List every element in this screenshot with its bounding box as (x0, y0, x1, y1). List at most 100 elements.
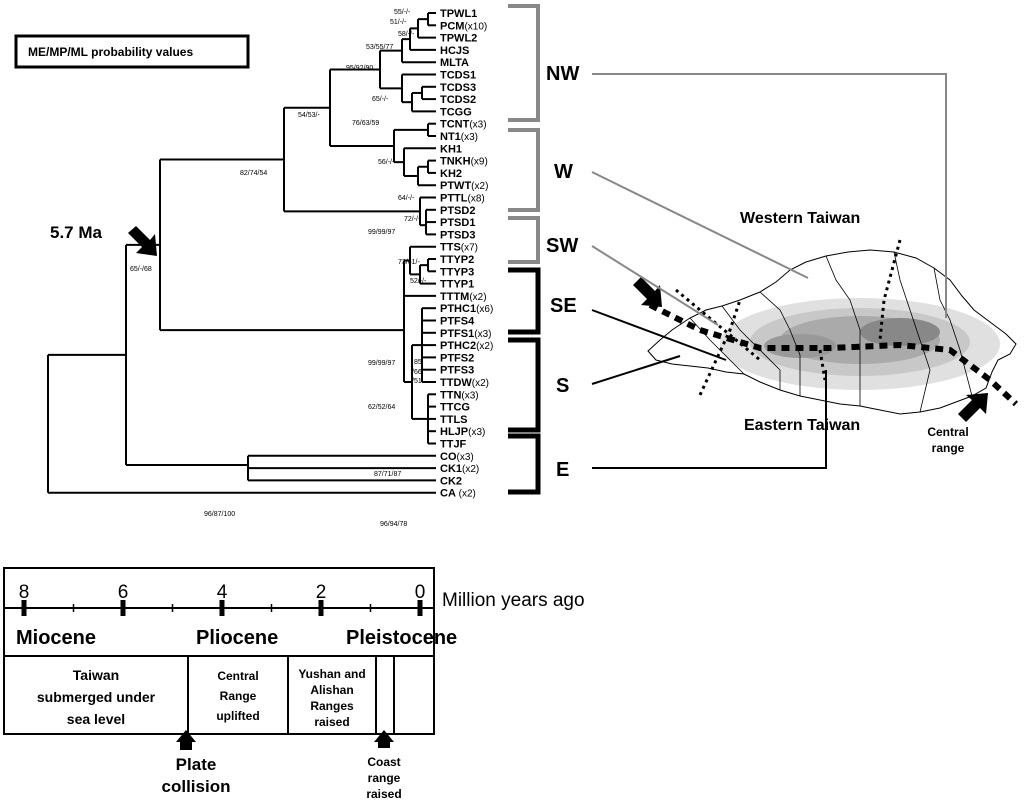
taxon-name: CA (440, 488, 456, 500)
taxon-count: (x3) (474, 329, 491, 340)
taxon-name: KH2 (440, 168, 462, 180)
taxon-label: MLTA (440, 57, 469, 69)
taxon-name: TCDS1 (440, 70, 476, 82)
taxon-name: NT1 (440, 131, 461, 143)
epoch-pleistocene: Pleistocene (346, 627, 457, 649)
event-submerged-2: submerged under (37, 689, 156, 705)
taxon-label: TCDS2 (440, 94, 476, 106)
taxon-name: CK2 (440, 475, 462, 487)
central-range-line (648, 302, 1019, 407)
support-value: /66 (412, 369, 422, 376)
event-coast-3: raised (366, 787, 401, 801)
region-label-sw: SW (546, 235, 578, 257)
taxon-name: TTCG (440, 402, 470, 414)
timescale-tick-label: 0 (415, 582, 426, 603)
taxon-label: TCNT(x3) (440, 119, 487, 131)
epoch-pliocene: Pliocene (196, 627, 278, 649)
taxon-label: CO(x3) (440, 451, 474, 463)
taxon-label: TCGG (440, 106, 472, 118)
taxon-label: TTTM(x2) (440, 291, 487, 303)
taxon-count: (x2) (472, 378, 489, 389)
timescale-unit-label: Million years ago (442, 590, 585, 611)
taxon-label: TNKH(x9) (440, 156, 488, 168)
support-value: 73/61/- (398, 259, 420, 266)
clade-bracket (508, 433, 541, 495)
taxon-label: TCDS1 (440, 70, 476, 82)
taxon-count: (x8) (468, 194, 485, 205)
taxon-name: TTDW (440, 377, 472, 389)
taxon-label: PTFS2 (440, 352, 474, 364)
region-label-e: E (556, 459, 569, 481)
taxon-name: TPWL1 (440, 8, 477, 20)
taxon-count: (x2) (471, 181, 488, 192)
taxon-name: PTSD2 (440, 205, 475, 217)
taxon-name: TCDS2 (440, 94, 476, 106)
elevation-zone-peak (860, 318, 940, 346)
taxon-label: TPWL1 (440, 8, 477, 20)
taxon-label: CA (x2) (440, 488, 476, 500)
event-submerged-1: Taiwan (73, 667, 119, 683)
taxon-count: (x2) (476, 341, 493, 352)
taxon-label: PTFS3 (440, 365, 474, 377)
taxon-name: PTFS2 (440, 352, 474, 364)
taxon-label: KH2 (440, 168, 462, 180)
epoch-miocene: Miocene (16, 627, 96, 649)
taxon-label: PTWT(x2) (440, 180, 488, 192)
event-yushan-4: raised (314, 715, 349, 729)
taxon-count: (x2) (469, 292, 486, 303)
support-value: 65/-/- (372, 96, 389, 103)
taxon-name: MLTA (440, 57, 469, 69)
taxon-count: (x3) (461, 132, 478, 143)
phylogenetic-tree (47, 12, 436, 494)
taxon-label: PTHC1(x6) (440, 303, 493, 315)
taxon-name: TTLS (440, 414, 468, 426)
taxon-label: TTJF (440, 439, 467, 451)
taxon-label: PTTL(x8) (440, 193, 485, 205)
support-value: 58/-/- (398, 31, 415, 38)
taxon-label: PTFS4 (440, 316, 475, 328)
support-value: 52/-/- (410, 278, 427, 285)
taxon-label: TTS(x7) (440, 242, 478, 254)
taxon-name: CO (440, 451, 457, 463)
taxon-label: TPWL2 (440, 33, 477, 45)
support-value: 54/53/- (298, 112, 320, 119)
collision-arrow-icon (633, 277, 662, 307)
taxon-label: PTSD1 (440, 217, 475, 229)
support-value: 96/87/100 (204, 511, 235, 518)
taxon-count: (x3) (469, 120, 486, 131)
taxon-name: PTWT (440, 180, 471, 192)
eastern-taiwan-label: Eastern Taiwan (744, 417, 860, 434)
support-values: 55/-/-51/-/-58/-/-53/55/7795/92/9065/-/-… (130, 9, 427, 528)
event-plate-2: collision (162, 777, 231, 796)
taxon-label: TTLS (440, 414, 468, 426)
taxon-name: TTN (440, 389, 461, 401)
taxon-count: (x10) (464, 21, 487, 32)
region-label-s: S (556, 375, 569, 397)
central-range-label-2: range (932, 441, 965, 455)
taxon-label: KH1 (440, 143, 462, 155)
clade-bracket (508, 337, 541, 433)
taxon-name: TNKH (440, 156, 471, 168)
taxon-name: TTYP2 (440, 254, 474, 266)
event-yushan-1: Yushan and (298, 667, 365, 681)
taxon-count: (x9) (471, 157, 488, 168)
support-value: 99/99/97 (368, 229, 395, 236)
timescale-tick-label: 4 (217, 582, 228, 603)
taxon-name: PTSD3 (440, 229, 475, 241)
taxon-label: PTHC2(x2) (440, 340, 493, 352)
support-value: 85 (414, 359, 422, 366)
taxon-label: CK1(x2) (440, 463, 479, 475)
support-value: 62/52/64 (368, 404, 395, 411)
taxon-label: TTYP3 (440, 266, 474, 278)
support-value: 82/74/54 (240, 170, 267, 177)
taxon-name: TCNT (440, 119, 470, 131)
support-value: 53/55/77 (366, 44, 393, 51)
legend: ME/MP/ML probability values (14, 34, 250, 69)
central-range-label-1: Central (927, 425, 968, 439)
support-value: 72/-/- (404, 216, 421, 223)
support-value: 51/-/- (390, 19, 407, 26)
timescale-tick-label: 6 (118, 582, 129, 603)
taiwan-map (647, 239, 1019, 415)
